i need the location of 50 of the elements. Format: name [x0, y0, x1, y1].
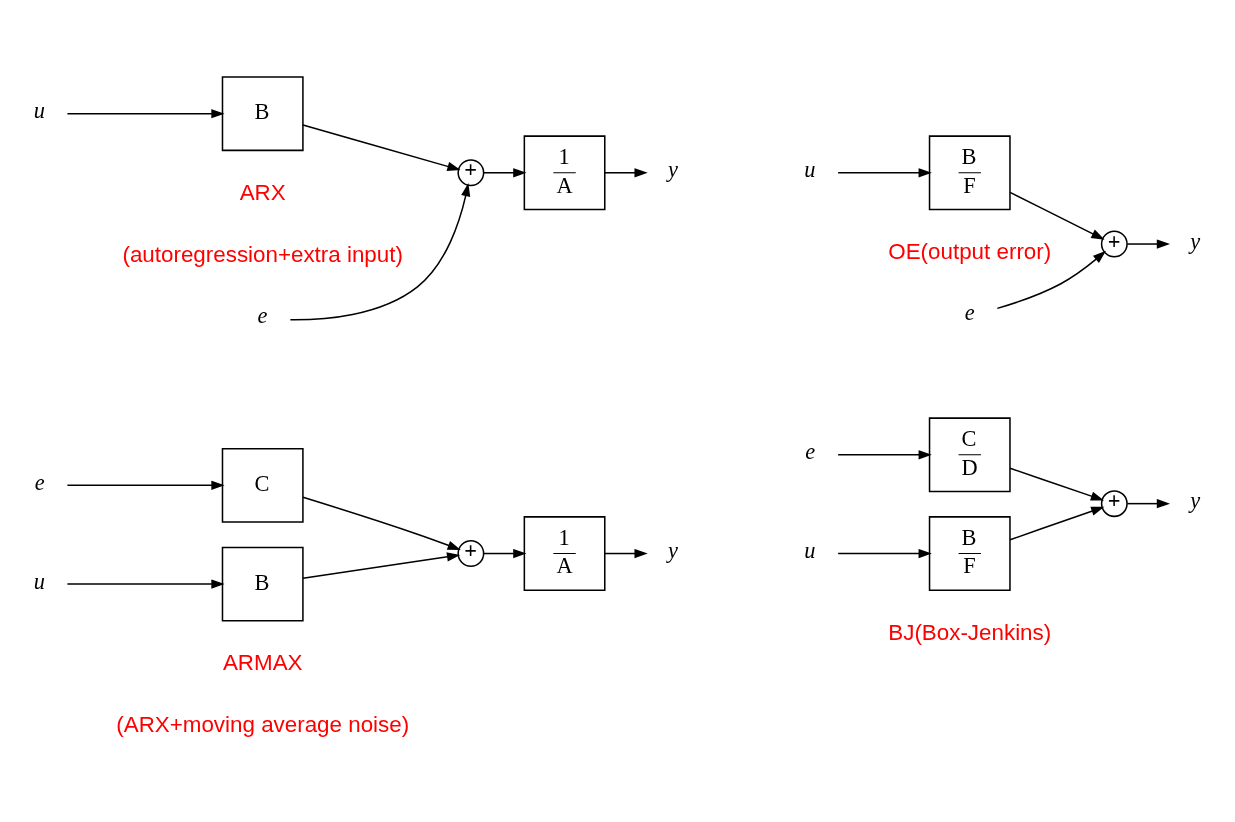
node-box: B F: [928, 516, 1011, 591]
arrow: [483, 548, 527, 559]
arrow: [302, 552, 461, 580]
arrow: [302, 496, 461, 551]
node-text: u: [33, 568, 45, 594]
arrow: [837, 548, 932, 559]
node-text: y: [1190, 488, 1201, 514]
node-box: B: [221, 76, 304, 152]
arrow: [289, 183, 471, 321]
node-circle: +: [457, 159, 485, 187]
node-text: e: [805, 439, 816, 465]
arrow: [302, 124, 461, 171]
arrow: [604, 548, 648, 559]
label: BJ(Box-Jenkins): [888, 619, 1052, 645]
node-text: u: [33, 98, 45, 124]
node-circle: +: [457, 540, 485, 568]
node-text: y: [667, 157, 678, 183]
arrow: [1009, 506, 1105, 541]
node-circle: +: [1100, 230, 1128, 258]
node-text: u: [804, 538, 816, 564]
node-text: y: [667, 538, 678, 564]
arrow: [837, 450, 932, 460]
arrow: [483, 168, 527, 178]
node-circle: +: [1100, 490, 1128, 518]
arrow: [1126, 239, 1171, 249]
node-box: 1 A: [523, 135, 606, 211]
node-box: B F: [928, 135, 1011, 211]
label: ARMAX: [222, 650, 303, 676]
arrow: [66, 579, 225, 589]
node-text: e: [964, 299, 975, 325]
arrow: [1009, 191, 1105, 240]
node-text: e: [257, 303, 268, 329]
label: OE(output error): [888, 238, 1052, 264]
arrow: [66, 109, 225, 119]
arrow: [1009, 467, 1105, 501]
node-text: y: [1190, 228, 1201, 254]
label: (ARX+moving average noise): [116, 712, 410, 738]
arrow: [996, 250, 1106, 310]
arrow: [66, 480, 225, 490]
node-box: B: [221, 546, 304, 622]
node-box: C D: [928, 417, 1011, 493]
node-box: 1 A: [523, 516, 606, 591]
label: ARX: [239, 179, 286, 205]
node-box: C: [221, 447, 304, 523]
node-text: u: [804, 157, 816, 183]
label: (autoregression+extra input): [122, 241, 403, 267]
arrow: [604, 168, 648, 178]
arrow: [1126, 499, 1171, 509]
node-text: e: [34, 470, 45, 495]
arrow: [837, 168, 932, 178]
